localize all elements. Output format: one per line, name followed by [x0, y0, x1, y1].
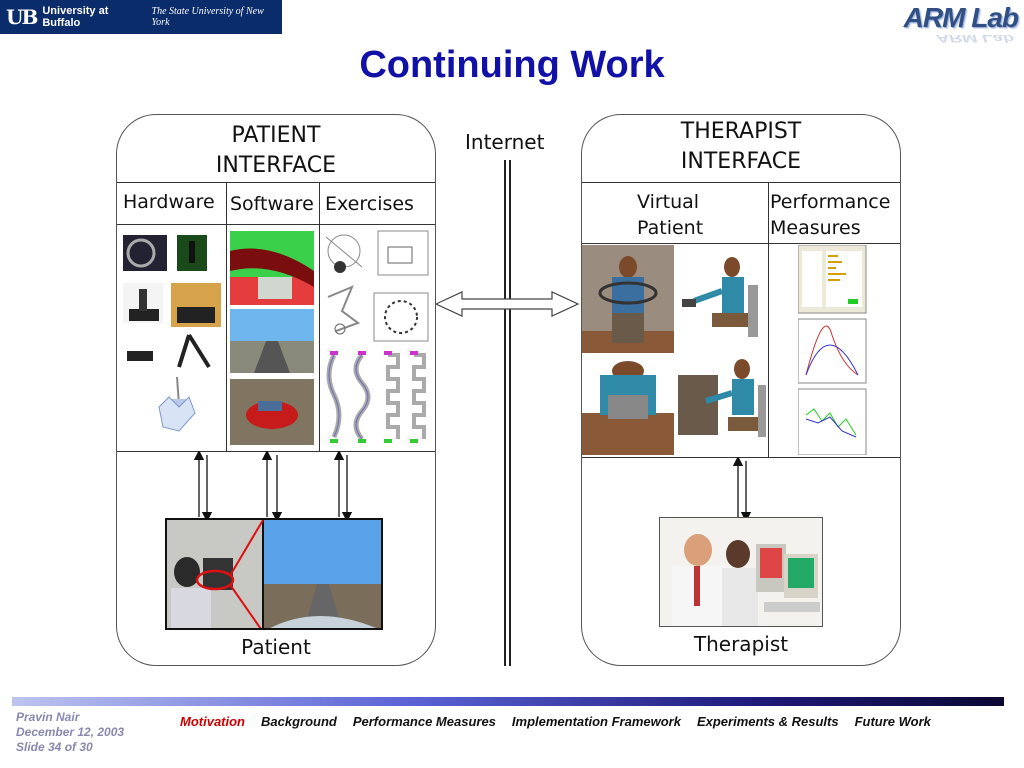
therapist-title-line1: THERAPIST [680, 119, 802, 144]
column-hardware: Hardware [123, 191, 215, 213]
patient-arrows [193, 451, 353, 523]
footer-slide-number: Slide 34 of 30 [16, 740, 93, 754]
virtual-patient-line1: Virtual [637, 191, 700, 213]
patient-header-divider [117, 182, 435, 183]
nav-implementation-framework[interactable]: Implementation Framework [511, 714, 681, 729]
ub-mark: UB [6, 5, 38, 29]
software-images [230, 231, 314, 445]
patient-title-line2: INTERFACE [215, 153, 337, 178]
patient-interface-title: PATIENT INTERFACE [117, 121, 435, 181]
footer-gradient-bar [12, 697, 1004, 706]
therapist-col-divider [768, 182, 769, 457]
column-performance-measures: Performance Measures [770, 189, 890, 241]
arm-lab-logo: ARM Lab [903, 2, 1019, 33]
exercise-images [325, 230, 429, 443]
university-logo: UB University at Buffalo The State Unive… [0, 0, 282, 34]
nav-performance-measures[interactable]: Performance Measures [352, 714, 496, 729]
ub-tagline: The State University of New York [151, 6, 264, 28]
therapist-interface-panel: THERAPIST INTERFACE Virtual Patient Perf… [581, 114, 901, 666]
column-virtual-patient: Virtual Patient [637, 189, 703, 241]
hardware-images [123, 235, 221, 432]
exercise-trajectories [326, 351, 426, 443]
exercise-diagram-1 [325, 230, 429, 276]
therapist-header-divider [582, 182, 900, 183]
patient-col-divider-2 [319, 182, 320, 451]
therapist-caption: Therapist [693, 632, 789, 656]
therapist-title-line2: INTERFACE [680, 149, 802, 174]
footer-date: December 12, 2003 [16, 725, 125, 739]
patient-photo [165, 518, 383, 630]
patient-interface-panel: PATIENT INTERFACE Hardware Software Exer… [116, 114, 436, 666]
internet-label: Internet [465, 130, 545, 154]
virtual-patient-renderings [582, 245, 767, 455]
exercise-diagram-2 [327, 285, 429, 342]
patient-caption: Patient [241, 635, 311, 659]
footer-navigation: Motivation Background Performance Measur… [180, 714, 931, 729]
patient-col-divider-1 [226, 182, 227, 451]
column-exercises: Exercises [325, 193, 414, 215]
footer-info: Pravin Nair December 12, 2003 Slide 34 o… [16, 710, 124, 755]
footer-author: Pravin Nair [16, 710, 80, 724]
nav-experiments-results[interactable]: Experiments & Results [696, 714, 839, 729]
ub-name: University at Buffalo [42, 5, 109, 29]
patient-columns-divider [117, 224, 435, 225]
therapist-interface-title: THERAPIST INTERFACE [582, 117, 900, 177]
bidirectional-arrow [434, 291, 580, 317]
therapist-photo [659, 517, 823, 627]
performance-charts [798, 245, 867, 455]
nav-background[interactable]: Background [261, 714, 337, 729]
nav-motivation[interactable]: Motivation [180, 714, 245, 729]
virtual-patient-line2: Patient [637, 217, 704, 239]
therapist-arrows [732, 457, 752, 523]
column-software: Software [230, 193, 314, 215]
performance-measures-line1: Performance [770, 191, 891, 213]
nav-future-work[interactable]: Future Work [854, 714, 931, 729]
slide-title: Continuing Work [359, 44, 665, 86]
performance-measures-line2: Measures [770, 217, 861, 239]
patient-title-line1: PATIENT [231, 123, 321, 148]
patient-images-divider [117, 451, 435, 452]
therapist-columns-divider [582, 243, 900, 244]
